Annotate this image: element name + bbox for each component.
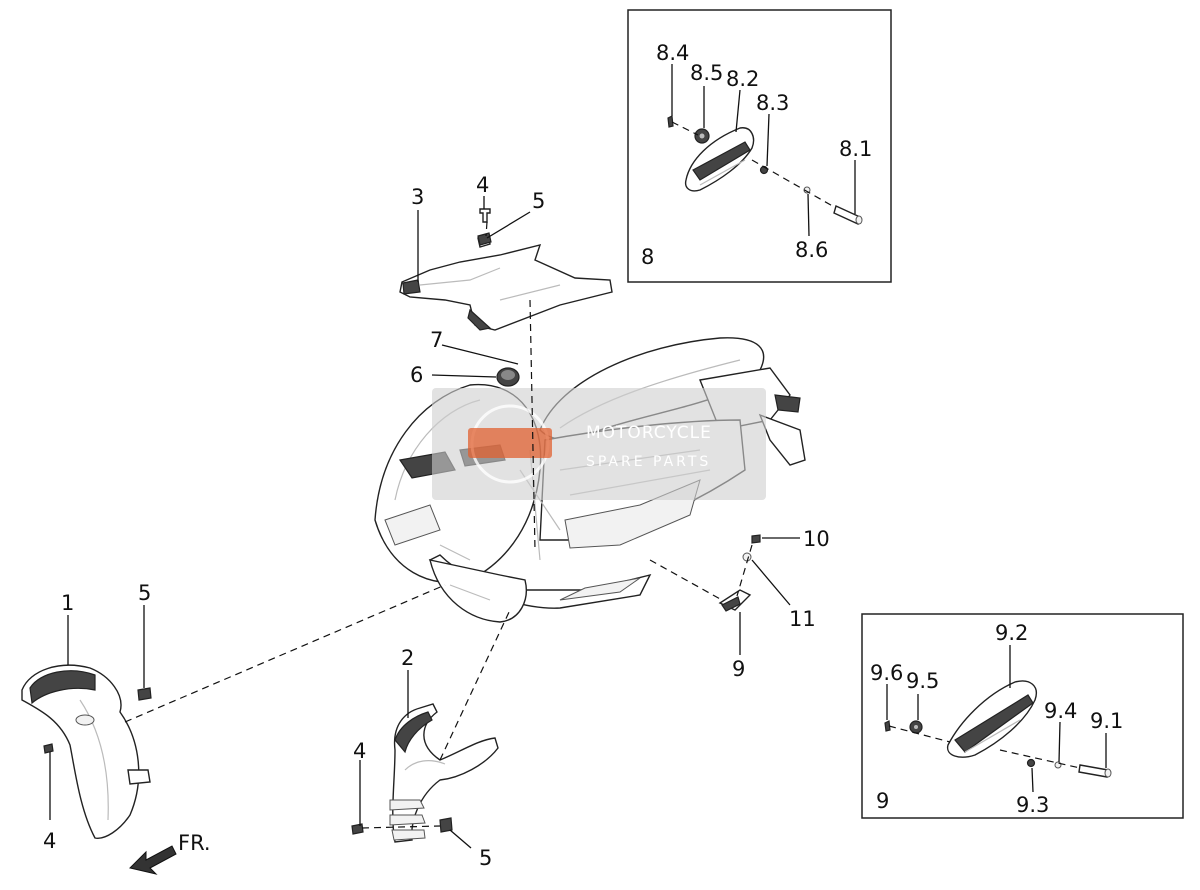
- washer-11: [742, 552, 752, 562]
- part-8-4-pin: [667, 115, 674, 128]
- inset-box-8: [627, 9, 892, 283]
- part-9-2-footpeg: [946, 680, 1037, 758]
- screw-10: [751, 534, 761, 544]
- part-9-bracket: [718, 589, 752, 612]
- clip-5-top: [477, 232, 492, 246]
- part-6-grommet: [496, 367, 520, 387]
- label-8: 8: [641, 245, 654, 269]
- label-6: 6: [410, 363, 423, 387]
- label-8-6: 8.6: [795, 238, 828, 262]
- label-5-top: 5: [532, 189, 545, 213]
- label-8-3: 8.3: [756, 91, 789, 115]
- screw-4-top: [479, 208, 491, 223]
- callout-labels: 1 5 4 2 4 5 3 4 5 7 6 9 10 11 8 8.4 8.5 …: [43, 41, 1123, 870]
- part-8-2-footpeg: [684, 127, 755, 192]
- part-8-5-washer: [694, 128, 710, 144]
- label-9-box: 9: [876, 789, 889, 813]
- part-9-4-ball: [1054, 761, 1062, 769]
- label-3: 3: [411, 185, 424, 209]
- label-10: 10: [803, 527, 830, 551]
- label-9-4: 9.4: [1044, 699, 1077, 723]
- assembly-lines: [124, 121, 1081, 829]
- part-2-lower-cover: [389, 703, 499, 843]
- clip-5-left: [137, 687, 152, 701]
- label-9-2: 9.2: [995, 621, 1028, 645]
- leader-lines: [49, 64, 1107, 849]
- label-4-mid: 4: [353, 739, 366, 763]
- label-8-4: 8.4: [656, 41, 689, 65]
- watermark-line1: MOTORCYCLE: [586, 423, 712, 443]
- label-8-5: 8.5: [690, 61, 723, 85]
- label-7: 7: [430, 328, 443, 352]
- label-9-1: 9.1: [1090, 709, 1123, 733]
- screw-4-left: [43, 743, 54, 754]
- label-9-3: 9.3: [1016, 793, 1049, 817]
- label-11: 11: [789, 607, 816, 631]
- label-8-1: 8.1: [839, 137, 872, 161]
- part-1-mudguard: [21, 664, 151, 839]
- part-9-6-pin: [884, 720, 891, 732]
- label-9: 9: [732, 657, 745, 681]
- watermark: MOTORCYCLE SPARE PARTS: [432, 388, 766, 500]
- front-direction-arrow: FR.: [129, 831, 211, 875]
- label-1: 1: [61, 591, 74, 615]
- clip-5-mid: [439, 817, 453, 833]
- label-5-left: 5: [138, 581, 151, 605]
- part-8-1-pin: [833, 205, 863, 225]
- label-5-mid: 5: [479, 846, 492, 870]
- part-3-bracket: [399, 233, 613, 331]
- label-9-5: 9.5: [906, 669, 939, 693]
- part-8-3-spring: [759, 165, 769, 175]
- label-2: 2: [401, 646, 414, 670]
- label-8-2: 8.2: [726, 67, 759, 91]
- label-4-top: 4: [476, 173, 489, 197]
- part-9-3-spring: [1026, 758, 1036, 768]
- watermark-logo: [468, 428, 552, 458]
- inset-box-9: [861, 613, 1184, 819]
- watermark-line2: SPARE PARTS: [586, 454, 711, 470]
- part-9-5-washer: [909, 720, 923, 734]
- label-4-left: 4: [43, 829, 56, 853]
- screw-4-mid: [351, 823, 364, 835]
- label-9-6: 9.6: [870, 661, 903, 685]
- front-direction-label: FR.: [178, 831, 211, 855]
- part-9-1-pin: [1078, 764, 1112, 778]
